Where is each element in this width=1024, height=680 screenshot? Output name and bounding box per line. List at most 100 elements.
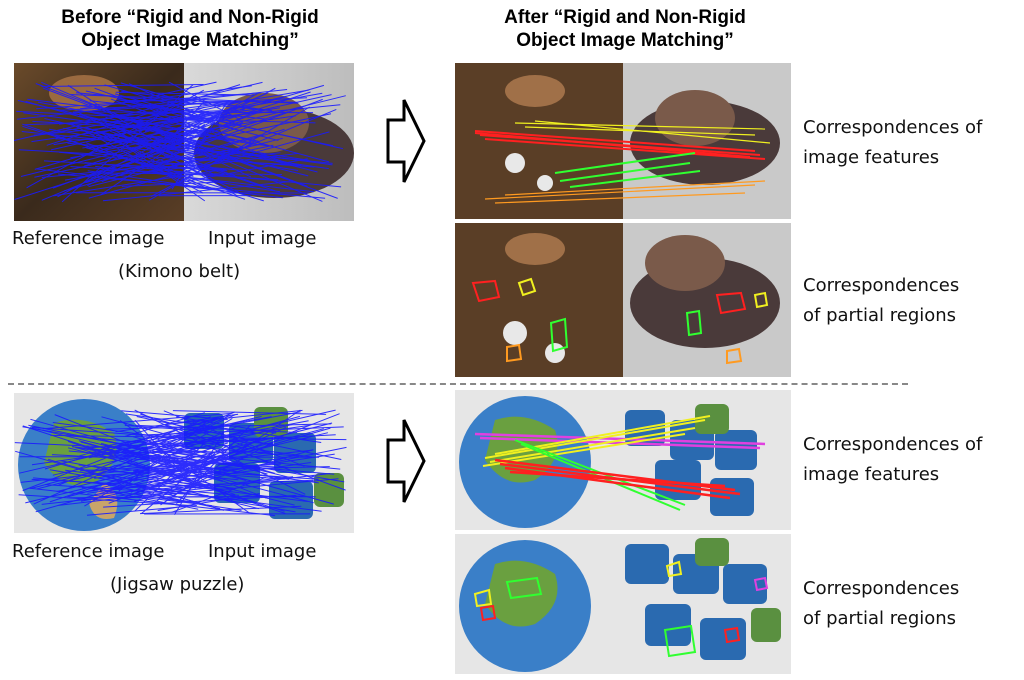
match-line: [28, 487, 276, 517]
match-line: [150, 141, 255, 197]
match-line: [122, 478, 339, 499]
match-line: [49, 128, 299, 171]
after-heading-line2: Object Image Matching”: [516, 30, 734, 51]
match-line: [14, 81, 263, 141]
match-line: [134, 443, 205, 512]
section-divider: [8, 383, 908, 385]
match-line: [168, 117, 330, 163]
kimono-features-image: [455, 63, 791, 219]
match-line: [19, 456, 320, 458]
match-line: [117, 99, 334, 147]
hollow-right-arrow-icon: [386, 98, 426, 188]
kimono-features-label: Correspondences of image features: [803, 117, 982, 169]
match-line: [152, 420, 309, 451]
match-line: [45, 484, 209, 497]
match-line: [49, 469, 296, 513]
match-line: [38, 101, 234, 142]
match-line: [50, 434, 347, 441]
match-line: [55, 138, 206, 142]
match-line: [158, 450, 341, 470]
kimono-regions-image: [455, 223, 791, 377]
match-line: [25, 100, 206, 154]
match-line: [99, 123, 206, 196]
match-line: [68, 435, 300, 457]
match-line: [168, 81, 241, 121]
match-line: [30, 89, 310, 137]
match-line: [23, 112, 269, 147]
jigsaw-regions-label: Correspondences of partial regions: [803, 578, 959, 630]
match-line: [93, 111, 254, 144]
match-line: [170, 121, 244, 156]
match-line: [171, 476, 266, 513]
match-line: [90, 99, 251, 136]
before-heading-line1: Before “Rigid and Non-Rigid: [61, 7, 319, 28]
match-line: [50, 95, 287, 151]
match-line: [165, 409, 303, 425]
match-line: [80, 446, 347, 502]
match-line: [57, 97, 308, 111]
match-line: [135, 439, 290, 478]
hollow-right-arrow-icon: [386, 418, 426, 508]
match-line: [79, 419, 215, 457]
match-line: [164, 424, 346, 491]
kimono-reference-label: Reference image: [12, 228, 165, 249]
after-heading: After “Rigid and Non-Rigid Object Image …: [455, 6, 795, 52]
jigsaw-features-label-line1: Correspondences of: [803, 434, 983, 455]
match-line: [152, 171, 281, 193]
jigsaw-before-matching-image: [14, 393, 354, 533]
match-line: [130, 441, 236, 493]
match-line: [80, 85, 252, 110]
match-line: [157, 497, 242, 511]
kimono-before-matching-image: [14, 63, 354, 221]
match-line: [41, 152, 281, 178]
kimono-object-label: (Kimono belt): [118, 261, 241, 282]
match-line: [25, 445, 259, 504]
match-line: [89, 111, 314, 114]
match-line: [17, 89, 288, 120]
match-line: [49, 442, 228, 503]
match-line: [86, 505, 197, 516]
match-line: [63, 127, 333, 166]
match-line: [105, 423, 332, 430]
before-heading: Before “Rigid and Non-Rigid Object Image…: [20, 6, 360, 52]
match-line: [67, 142, 204, 155]
match-line: [120, 82, 194, 105]
match-line: [56, 422, 333, 493]
jigsaw-features-label-line2: image features: [803, 464, 940, 485]
jigsaw-regions-image: [455, 534, 791, 674]
match-line: [18, 494, 193, 507]
match-line: [163, 484, 260, 510]
match-line: [14, 442, 227, 454]
kimono-regions-label-line2: of partial regions: [803, 305, 957, 326]
match-line: [53, 168, 229, 197]
match-line: [31, 427, 276, 445]
match-line: [104, 448, 199, 467]
kimono-regions-label: Correspondences of partial regions: [803, 275, 959, 327]
match-line: [77, 111, 240, 194]
match-line: [22, 425, 236, 495]
match-line: [148, 106, 310, 201]
match-line: [122, 432, 329, 482]
match-line: [41, 476, 294, 505]
match-line: [115, 91, 254, 96]
match-line: [135, 424, 298, 433]
match-line: [81, 457, 288, 489]
match-line: [41, 81, 323, 202]
match-line: [71, 445, 285, 512]
match-line: [171, 102, 228, 190]
match-line: [64, 143, 263, 181]
kimono-input-label: Input image: [208, 228, 317, 249]
match-line: [88, 429, 210, 459]
jigsaw-object-label: (Jigsaw puzzle): [110, 574, 245, 595]
match-line: [150, 152, 299, 173]
match-line: [172, 410, 327, 415]
kimono-features-label-line1: Correspondences of: [803, 117, 983, 138]
jigsaw-regions-label-line1: Correspondences: [803, 578, 960, 599]
match-line: [171, 108, 337, 179]
match-line: [52, 422, 313, 458]
match-line: [65, 469, 308, 502]
match-line: [47, 458, 225, 511]
match-line: [18, 149, 302, 166]
jigsaw-input-label: Input image: [208, 541, 317, 562]
kimono-features-label-line2: image features: [803, 147, 940, 168]
